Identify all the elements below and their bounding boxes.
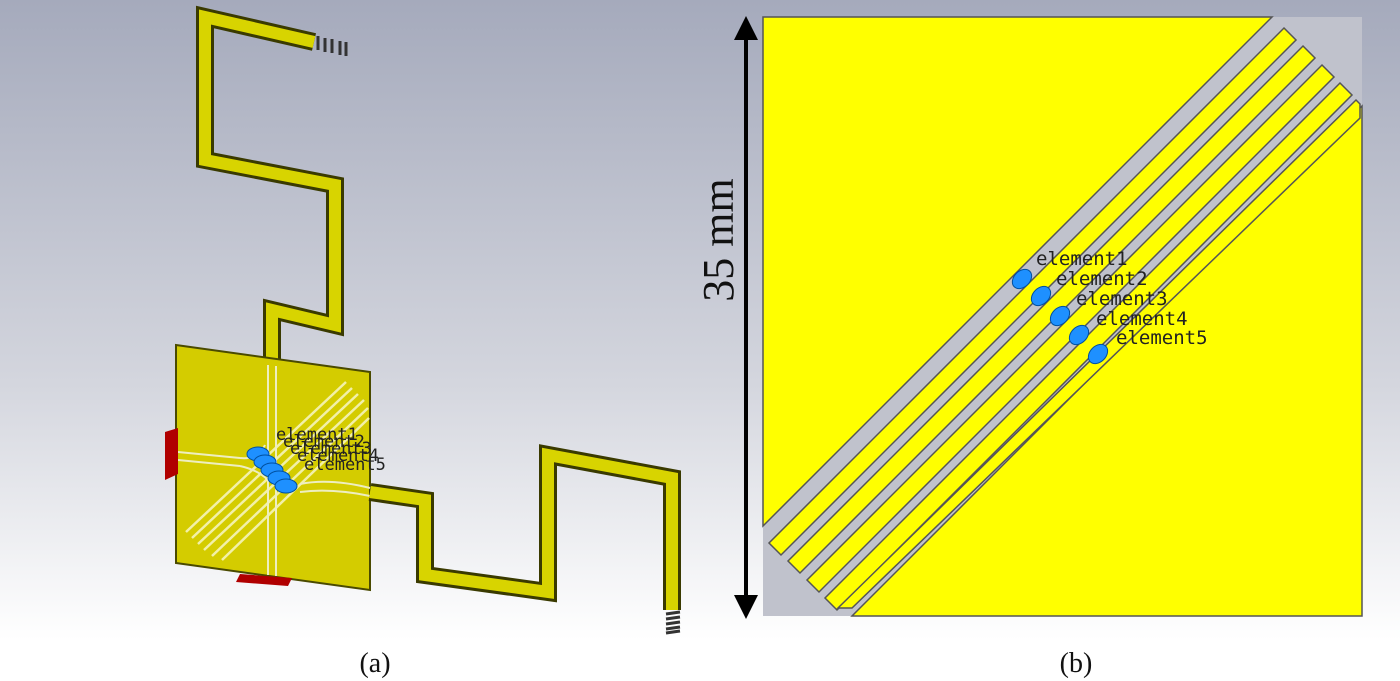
element-2-b: [1030, 285, 1052, 307]
dimension-label: 35 mm: [694, 178, 743, 301]
strip-2: [786, 44, 1317, 575]
port-bottom: [236, 574, 292, 586]
element-4-b: [1068, 324, 1090, 346]
panel-b: 35 mm element1 element2 element3 element…: [694, 15, 1363, 679]
element-label-b-4: element4: [1096, 308, 1188, 330]
patch-upper-left: [762, 16, 1274, 528]
lower-terminal-stubs: [665, 610, 681, 635]
upper-terminal-stubs: [316, 36, 348, 56]
caption-a: (a): [359, 648, 390, 679]
caption-b: (b): [1060, 648, 1093, 679]
element-5-a: [274, 478, 298, 494]
element-3-b: [1049, 305, 1071, 327]
strip-4: [823, 81, 1354, 612]
lower-meander-trace-fill: [369, 447, 678, 610]
element-label-b-3: element3: [1076, 288, 1168, 310]
lumped-elements-a: [246, 446, 298, 494]
panel-a: element1 element2 element3 element4 elem…: [165, 5, 681, 679]
element-labels-b: element1 element2 element3 element4 elem…: [1036, 248, 1208, 349]
element-1-b: [1011, 268, 1033, 290]
port-left: [165, 428, 178, 480]
element-label-a-4: element4: [297, 446, 379, 466]
strip-1: [767, 26, 1298, 557]
lumped-elements-b: [1011, 268, 1109, 365]
strip-3: [805, 63, 1336, 594]
element-labels-a: element1 element2 element3 element4 elem…: [276, 425, 386, 475]
element-label-b-5: element5: [1116, 327, 1208, 349]
element-label-a-3: element3: [290, 439, 372, 459]
element-label-b-1: element1: [1036, 248, 1128, 270]
element-5-b: [1087, 343, 1109, 365]
element-label-a-1: element1: [276, 425, 358, 445]
element-label-a-2: element2: [283, 432, 365, 452]
element-label-b-2: element2: [1056, 268, 1148, 290]
upper-meander-trace-fill: [199, 9, 341, 440]
element-label-a-5: element5: [304, 455, 386, 475]
